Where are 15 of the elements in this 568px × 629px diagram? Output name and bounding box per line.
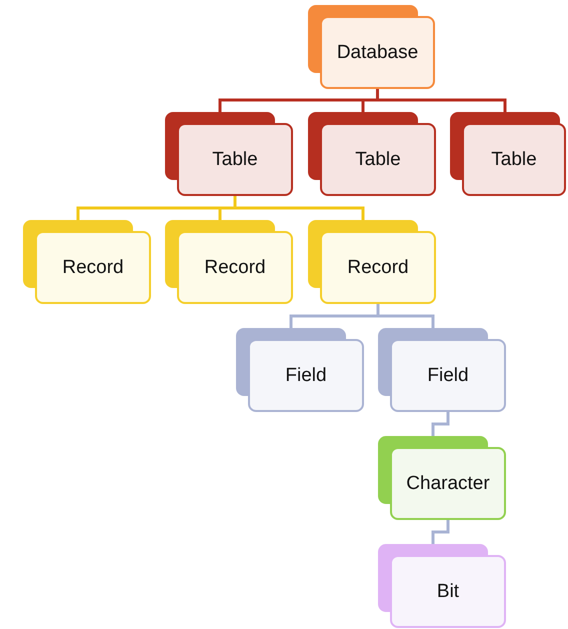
node-label: Field bbox=[285, 364, 327, 386]
connector-line bbox=[234, 196, 364, 220]
node-label: Database bbox=[336, 42, 418, 64]
node-label: Character bbox=[406, 472, 490, 494]
connector-line bbox=[432, 412, 450, 436]
node-label: Record bbox=[204, 256, 266, 278]
node-label: Table bbox=[491, 148, 537, 170]
node-label: Bit bbox=[436, 580, 460, 602]
node-label: Field bbox=[427, 364, 469, 386]
node-label: Table bbox=[355, 148, 401, 170]
node-label: Record bbox=[347, 256, 409, 278]
connector-line bbox=[376, 304, 434, 328]
connector-line bbox=[432, 520, 450, 544]
node-label: Table bbox=[212, 148, 258, 170]
node-label: Record bbox=[62, 256, 124, 278]
